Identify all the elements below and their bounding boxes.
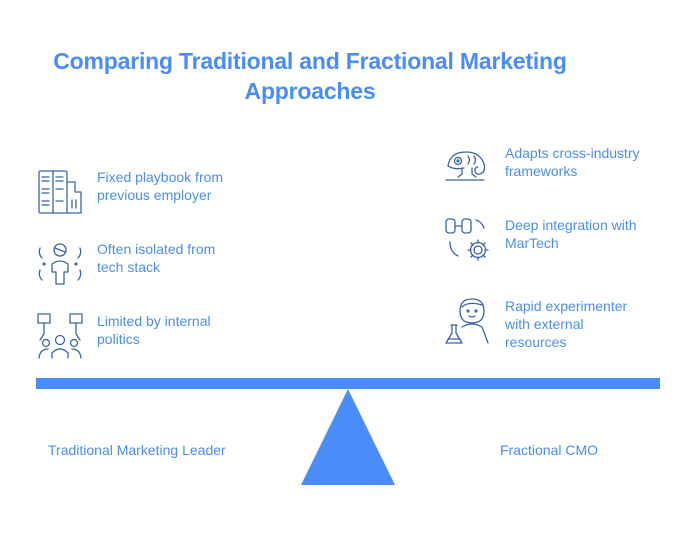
left-item-1-line-1: Fixed playbook from xyxy=(97,169,224,185)
seesaw-beam xyxy=(36,378,660,389)
playbook-shelves-icon xyxy=(36,168,84,216)
right-item-1-line-1: Adapts cross-industry xyxy=(505,145,640,161)
right-item-adapts: Adapts cross-industry frameworks xyxy=(444,144,675,192)
left-item-1-line-2: previous employer xyxy=(97,187,212,203)
left-item-playbook: Fixed playbook from previous employer xyxy=(36,168,267,216)
left-side-label: Traditional Marketing Leader xyxy=(48,442,226,458)
right-side-label: Fractional CMO xyxy=(500,442,599,458)
title-line-1: Comparing Traditional and Fractional Mar… xyxy=(53,48,567,74)
left-item-2-line-2: tech stack xyxy=(97,259,161,275)
diagram-title: Comparing Traditional and Fractional Mar… xyxy=(0,46,620,106)
seesaw-fulcrum xyxy=(301,389,395,485)
left-item-politics: Limited by internal politics xyxy=(36,312,267,360)
politics-crowd-icon xyxy=(36,312,84,360)
right-item-1-line-2: frameworks xyxy=(505,163,578,179)
right-item-3-line-3: resources xyxy=(505,334,567,350)
right-item-3-line-2: with external xyxy=(505,316,584,332)
right-item-2-line-1: Deep integration with xyxy=(505,217,637,233)
left-item-isolated: Often isolated from tech stack xyxy=(36,240,267,288)
scientist-flask-icon xyxy=(444,297,492,345)
right-item-experimenter: Rapid experimenter with external resourc… xyxy=(444,297,675,351)
isolated-person-icon xyxy=(36,240,84,288)
left-item-3-line-2: politics xyxy=(97,331,140,347)
left-item-2-line-1: Often isolated from xyxy=(97,241,216,257)
chameleon-icon xyxy=(444,144,492,192)
right-item-2-line-2: MarTech xyxy=(505,235,559,251)
right-item-3-line-1: Rapid experimenter xyxy=(505,298,628,314)
integration-gear-icon xyxy=(444,216,492,264)
left-item-3-line-1: Limited by internal xyxy=(97,313,211,329)
right-item-integration: Deep integration with MarTech xyxy=(444,216,675,264)
title-line-2: Approaches xyxy=(244,78,376,104)
